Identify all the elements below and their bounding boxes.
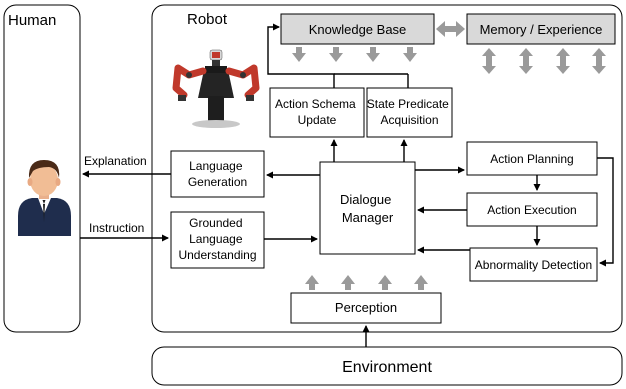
state-predicate-acquisition-line1: State Predicate: [367, 97, 449, 111]
action-planning-box: [466, 141, 598, 176]
action-execution-label: Action Execution: [487, 203, 576, 217]
svg-text:Dialogue Manager: Dialogue Manager: [340, 192, 395, 225]
robot-panel-title: Robot: [187, 11, 228, 28]
language-generation-line1: Language: [189, 159, 243, 173]
perception-up-arrows: [305, 275, 428, 290]
language-generation-box: [170, 150, 265, 198]
dialogue-manager-line1: Dialogue: [340, 192, 391, 207]
human-panel-title: Human: [8, 12, 56, 29]
state-predicate-acquisition-box: [366, 87, 453, 138]
environment-label: Environment: [342, 359, 432, 376]
robot-icon: [172, 49, 260, 128]
kb-memory-double-arrow: [436, 21, 465, 37]
abnormality-detection-label: Abnormality Detection: [475, 258, 592, 272]
planning-to-abnormality-arrow: [597, 157, 614, 267]
language-generation-line2: Generation: [188, 175, 247, 189]
grounded-language-understanding-line3: Understanding: [178, 248, 256, 262]
environment-panel: [151, 346, 623, 386]
svg-text:Action Schema Update: Action Schema Update: [275, 97, 359, 127]
svg-text:Grounded Language Unde: Grounded Language Understanding: [178, 216, 256, 262]
perception-label: Perception: [335, 300, 397, 315]
svg-text:Language Generation: Language Generation: [188, 159, 247, 189]
dialogue-manager-box: [319, 161, 416, 255]
learning-to-kb-arrow: [267, 23, 335, 88]
grounded-language-understanding-line1: Grounded: [189, 216, 242, 230]
grounded-language-understanding-line2: Language: [189, 232, 243, 246]
action-schema-update-box: [269, 87, 365, 138]
state-predicate-acquisition-line2: Acquisition: [380, 113, 438, 127]
memory-experience-box: [466, 13, 616, 45]
abnormality-detection-box: [469, 247, 598, 282]
explanation-label: Explanation: [84, 154, 147, 168]
svg-text:State Predicate Acquisitio: State Predicate Acquisition: [367, 97, 452, 127]
action-execution-box: [466, 192, 598, 227]
robot-panel: [151, 4, 623, 333]
knowledge-base-box: [280, 13, 435, 45]
human-panel: [3, 4, 81, 333]
knowledge-base-label: Knowledge Base: [309, 22, 407, 37]
action-schema-update-line2: Update: [298, 113, 337, 127]
memory-experience-label: Memory / Experience: [480, 22, 603, 37]
grounded-language-understanding-box: [170, 211, 265, 269]
dialogue-manager-line2: Manager: [342, 210, 394, 225]
instruction-label: Instruction: [89, 221, 144, 235]
action-schema-update-line1: Action Schema: [275, 97, 356, 111]
perception-box: [290, 292, 442, 324]
action-planning-label: Action Planning: [490, 152, 573, 166]
kb-down-arrows: [292, 47, 417, 62]
person-avatar-icon: [18, 160, 71, 236]
memory-double-arrows: [482, 48, 606, 74]
